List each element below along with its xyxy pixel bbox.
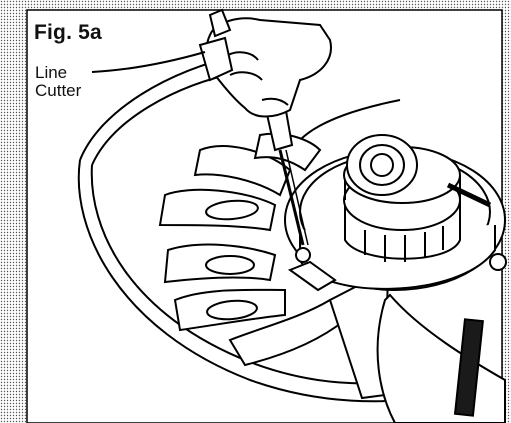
- figure-title: Fig. 5a: [34, 21, 102, 44]
- alignment-arrow: [446, 182, 492, 208]
- line-cutter: [198, 36, 337, 292]
- motor-housing: [376, 253, 507, 423]
- callout-line1: Line: [35, 63, 68, 82]
- blade-slots: [205, 199, 259, 321]
- spool-cap: [343, 134, 461, 262]
- brand-logo: [467, 266, 481, 346]
- callout-line2: Cutter: [35, 81, 82, 100]
- callout-leader: [91, 51, 206, 73]
- line-cutter-callout: Line Cutter: [35, 64, 81, 100]
